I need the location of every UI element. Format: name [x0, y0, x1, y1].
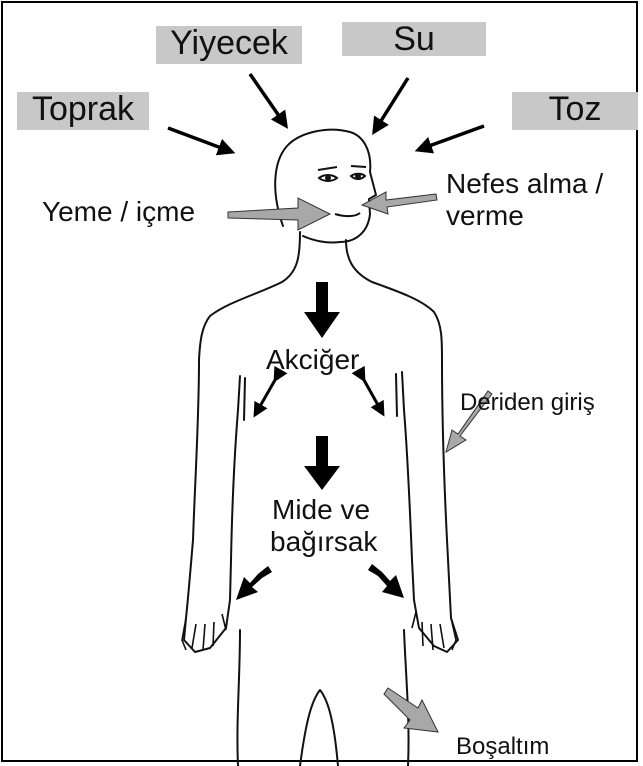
torso-right — [346, 240, 458, 652]
mouth — [335, 213, 360, 216]
face — [318, 166, 366, 216]
arrow-to-lungs — [304, 282, 340, 338]
head — [275, 130, 376, 243]
label-skin: Deriden giriş — [460, 388, 595, 418]
arrow-excretion — [384, 688, 438, 732]
inner-leg — [300, 690, 338, 766]
source-food-box: Yiyecek — [156, 26, 302, 64]
source-dust-box: Toz — [512, 92, 638, 130]
label-lungs: Akciğer — [266, 344, 359, 376]
label-breathing-line1: Nefes alma / — [446, 168, 603, 200]
exchange-left — [255, 380, 275, 415]
leg-right — [404, 630, 409, 766]
label-excretion: Boşaltım — [456, 732, 549, 762]
label-gut-line2: bağırsak — [270, 526, 377, 558]
arrow-food — [250, 74, 286, 126]
source-soil-box: Toprak — [17, 92, 149, 130]
arrow-breathing — [362, 192, 437, 214]
arrow-to-gut — [304, 436, 340, 490]
label-eating: Yeme / içme — [42, 196, 195, 228]
arrow-water — [374, 78, 408, 132]
source-arrows — [168, 74, 484, 152]
arm-crease-left — [244, 378, 245, 420]
arrow-gut-left — [236, 566, 272, 600]
exchange-right — [364, 380, 383, 414]
arrow-dust — [418, 126, 484, 150]
arrow-gut-right — [368, 564, 404, 598]
lung-exchange-arrows — [255, 380, 383, 415]
arrow-soil — [168, 128, 232, 152]
leg-left — [237, 630, 240, 766]
brow-left — [318, 167, 337, 170]
brow-right — [351, 166, 366, 167]
arm-crease-right — [396, 374, 397, 416]
hand-right — [412, 612, 456, 650]
label-gut-line1: Mide ve — [272, 494, 370, 526]
arrow-eating — [228, 198, 330, 230]
label-breathing-line2: verme — [446, 200, 524, 232]
source-water-box: Su — [342, 22, 486, 56]
